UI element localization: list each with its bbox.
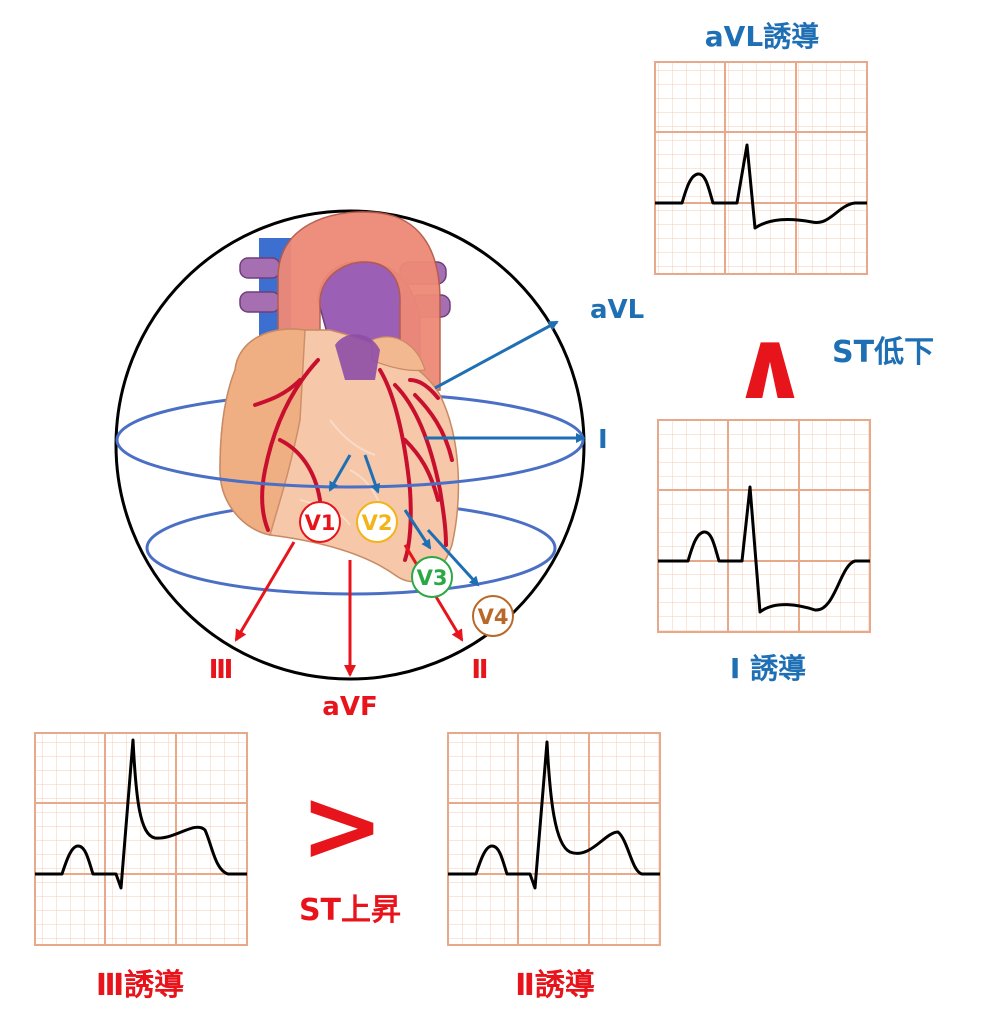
- v2-label: V2: [362, 511, 393, 535]
- v4-label: V4: [478, 605, 509, 629]
- ecg-panel-avl: aVL誘導: [654, 20, 868, 275]
- limb-lead-vectors: [234, 320, 586, 677]
- precordial-lead-vectors: [328, 454, 480, 587]
- ecg-trace-i: [658, 485, 870, 614]
- ecg-title-iii: Ⅲ誘導: [96, 968, 184, 1003]
- v3-badge: V3: [411, 556, 453, 598]
- heart-anatomy-icon: [219, 211, 460, 583]
- ecg-panel-iii: Ⅲ誘導: [34, 732, 248, 1003]
- ecg-title-ii: Ⅱ誘導: [515, 968, 595, 1003]
- st-elevation-comparison: > ST上昇: [299, 767, 401, 928]
- ecg-trace-ii: [448, 740, 660, 890]
- ecg-title-i: Ⅰ 誘導: [730, 652, 806, 685]
- sphere-outline: [114, 209, 586, 681]
- ecg-panel-i: Ⅰ 誘導: [657, 419, 871, 685]
- lead-sphere: [114, 209, 586, 681]
- v2-badge: V2: [356, 501, 398, 543]
- st-depression-symbol: ∧: [731, 309, 809, 421]
- ecg-panel-ii: Ⅱ誘導: [447, 732, 661, 1003]
- v3-label: V3: [417, 566, 448, 590]
- lead-ii-label: Ⅱ: [471, 655, 488, 685]
- ecg-title-avl: aVL誘導: [705, 20, 819, 53]
- lead-iii-label: Ⅲ: [209, 655, 234, 685]
- v1-badge: V1: [299, 501, 341, 543]
- lead-i-label: Ⅰ: [598, 425, 608, 455]
- st-elevation-symbol: >: [300, 767, 384, 884]
- frontal-plane-front: [115, 439, 585, 489]
- avf-lead-label: aVF: [322, 692, 377, 722]
- v4-badge: V4: [472, 595, 514, 637]
- avl-vector: [434, 320, 559, 390]
- ecg-trace-avl: [655, 143, 867, 230]
- avl-lead-label: aVL: [590, 295, 644, 325]
- st-depression-label: ST低下: [832, 335, 934, 370]
- st-elevation-label: ST上昇: [299, 893, 401, 928]
- v1-label: V1: [305, 511, 336, 535]
- st-depression-comparison: ∧ ST低下: [731, 309, 934, 421]
- ecg-trace-iii: [35, 738, 247, 890]
- lead-iii-vector: [234, 541, 296, 642]
